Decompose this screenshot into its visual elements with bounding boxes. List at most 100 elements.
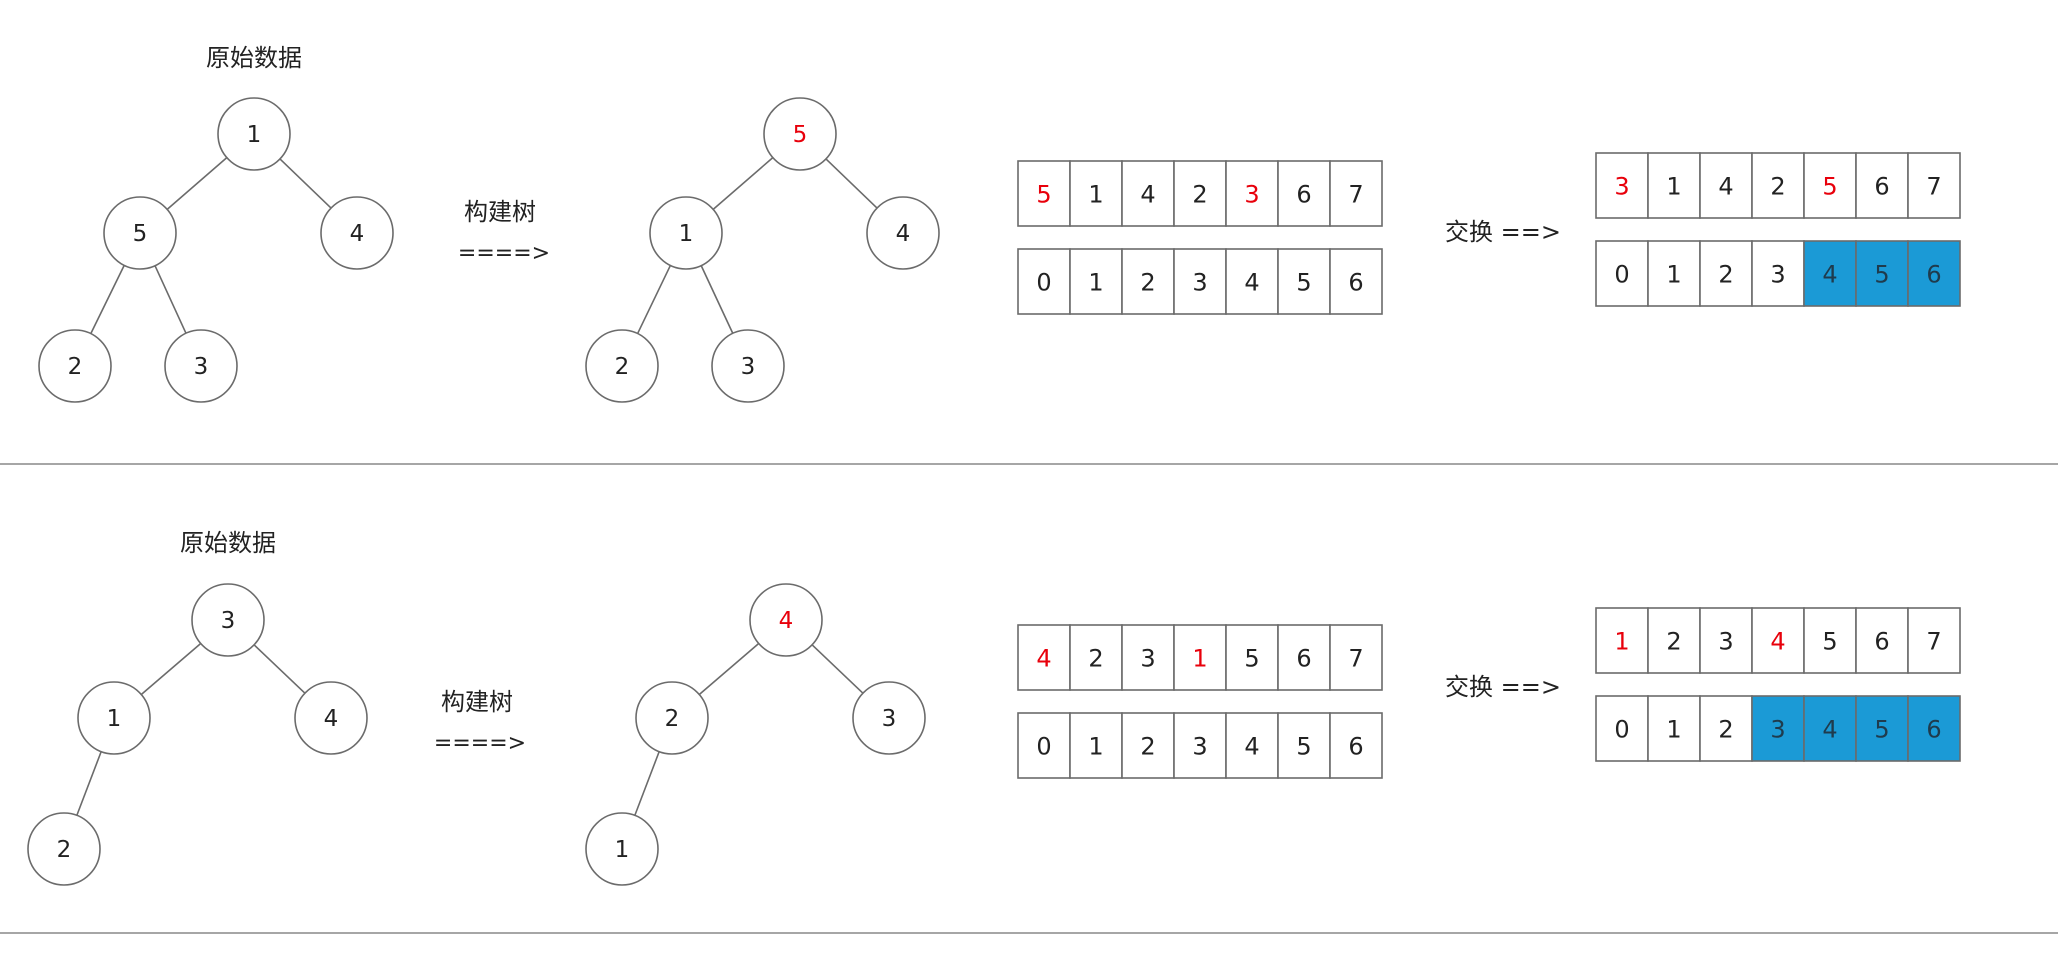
tree-node-circle xyxy=(585,329,659,403)
array-cell-value: 5 xyxy=(1296,269,1311,297)
index-cell: 5 xyxy=(1855,240,1909,307)
build-tree-arrow: ====> xyxy=(434,731,526,756)
index-cell: 0 xyxy=(1595,695,1649,762)
value-cell: 7 xyxy=(1329,624,1383,691)
tree-node-label: 2 xyxy=(68,354,83,380)
array-cell-box xyxy=(1595,240,1649,307)
tree-edge xyxy=(253,644,306,694)
array-cell-value: 1 xyxy=(1192,645,1207,673)
array-cell-value: 6 xyxy=(1296,181,1311,209)
tree-edge xyxy=(154,265,187,334)
build-tree-label: 构建树 xyxy=(464,198,536,226)
array-cell-box xyxy=(1173,160,1227,227)
index-cell: 0 xyxy=(1595,240,1649,307)
value-cell: 3 xyxy=(1225,160,1279,227)
array-cell-box xyxy=(1907,607,1961,674)
build-tree-label: 构建树 xyxy=(441,688,513,716)
array-cell-box xyxy=(1751,152,1805,219)
array-cell-value: 5 xyxy=(1244,645,1259,673)
array-cell-box xyxy=(1173,712,1227,779)
index-cell: 2 xyxy=(1699,695,1753,762)
index-cell: 1 xyxy=(1069,248,1123,315)
value-cell: 7 xyxy=(1329,160,1383,227)
array-cell-value: 7 xyxy=(1926,173,1941,201)
array-cell-value: 2 xyxy=(1666,628,1681,656)
array-cell-box xyxy=(1907,240,1961,307)
index-cell: 1 xyxy=(1647,240,1701,307)
array-cell-box xyxy=(1803,695,1857,762)
array-cell-box xyxy=(1121,712,1175,779)
array-cell-value: 7 xyxy=(1926,628,1941,656)
tree-node-circle xyxy=(217,97,291,171)
array-cell-value: 5 xyxy=(1874,716,1889,744)
index-cell: 6 xyxy=(1907,695,1961,762)
array-cell-value: 2 xyxy=(1140,269,1155,297)
tree-node: 2 xyxy=(635,681,709,755)
array-cell-box xyxy=(1329,160,1383,227)
array-cell-value: 5 xyxy=(1874,261,1889,289)
array-cell-value: 6 xyxy=(1874,628,1889,656)
tree-node-label: 1 xyxy=(679,221,694,247)
array-cell-value: 5 xyxy=(1036,181,1051,209)
array-cell-value: 4 xyxy=(1036,645,1051,673)
array-cell-value: 7 xyxy=(1348,645,1363,673)
tree-edge xyxy=(90,264,125,335)
array-cell-value: 0 xyxy=(1036,269,1051,297)
array-cell-value: 1 xyxy=(1666,716,1681,744)
array-cell-value: 2 xyxy=(1088,645,1103,673)
array-cell-value: 3 xyxy=(1770,716,1785,744)
value-cell: 3 xyxy=(1699,607,1753,674)
tree-node-circle xyxy=(294,681,368,755)
array-cell-box xyxy=(1647,240,1701,307)
index-cell: 3 xyxy=(1751,240,1805,307)
array-cell-box xyxy=(1017,160,1071,227)
array-cell-value: 5 xyxy=(1822,173,1837,201)
index-cell: 2 xyxy=(1121,248,1175,315)
array-cell-box xyxy=(1017,624,1071,691)
build-tree-arrow: ====> xyxy=(458,241,550,266)
array-cell-value: 4 xyxy=(1770,628,1785,656)
array-cell-box xyxy=(1855,152,1909,219)
index-cell: 4 xyxy=(1803,240,1857,307)
array-cell-value: 3 xyxy=(1718,628,1733,656)
array-cell-box xyxy=(1225,624,1279,691)
value-cell: 1 xyxy=(1069,160,1123,227)
array-cell-box xyxy=(1017,248,1071,315)
index-cell: 5 xyxy=(1277,248,1331,315)
array-cell-value: 2 xyxy=(1770,173,1785,201)
array-cell-value: 3 xyxy=(1614,173,1629,201)
array-cell-box xyxy=(1803,607,1857,674)
array-cell-box xyxy=(1225,248,1279,315)
index-cell: 6 xyxy=(1329,712,1383,779)
array-cell-box xyxy=(1277,160,1331,227)
array-cell-value: 1 xyxy=(1666,173,1681,201)
value-cell: 4 xyxy=(1699,152,1753,219)
array-cell-value: 1 xyxy=(1088,733,1103,761)
value-cell: 4 xyxy=(1017,624,1071,691)
index-cell: 5 xyxy=(1277,712,1331,779)
array-cell-box xyxy=(1329,624,1383,691)
array-cell-value: 1 xyxy=(1088,269,1103,297)
array-cell-box xyxy=(1907,152,1961,219)
value-cell: 4 xyxy=(1751,607,1805,674)
tree-node: 4 xyxy=(866,196,940,270)
array-cell-value: 5 xyxy=(1822,628,1837,656)
tree-edge xyxy=(811,644,864,694)
tree-node-circle xyxy=(711,329,785,403)
array-cell-box xyxy=(1121,160,1175,227)
index-cell: 3 xyxy=(1751,695,1805,762)
tree-node: 1 xyxy=(77,681,151,755)
array-cell-value: 4 xyxy=(1244,269,1259,297)
tree-node-label: 1 xyxy=(247,122,262,148)
tree-node-circle xyxy=(763,97,837,171)
value-cell: 7 xyxy=(1907,607,1961,674)
value-cell: 1 xyxy=(1173,624,1227,691)
tree-node: 3 xyxy=(711,329,785,403)
tree-node-label: 2 xyxy=(57,837,72,863)
swap-label: 交换 ==> xyxy=(1445,218,1561,246)
array-cell-value: 0 xyxy=(1036,733,1051,761)
